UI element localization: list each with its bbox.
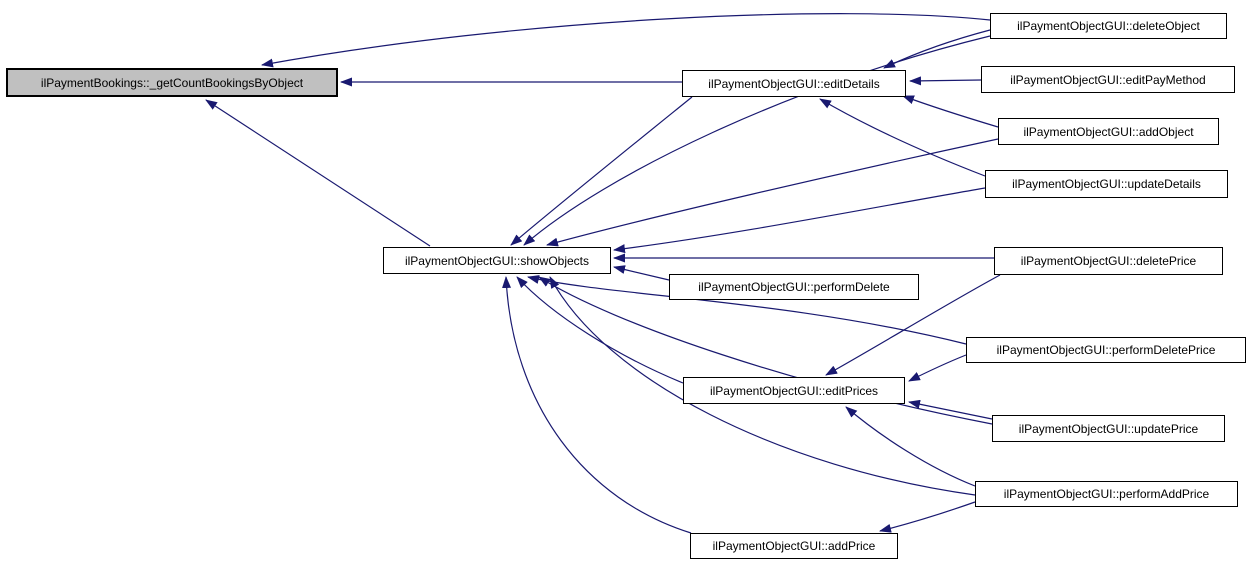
node-getCountBookingsByObject: ilPaymentBookings::_getCountBookingsByOb… bbox=[6, 68, 338, 97]
node-editPrices[interactable]: ilPaymentObjectGUI::editPrices bbox=[683, 377, 905, 404]
edge-showObjects-to-getCountBookingsByObject bbox=[205, 99, 431, 247]
edge-editPayMethod-to-editDetails bbox=[909, 76, 982, 86]
node-editDetails[interactable]: ilPaymentObjectGUI::editDetails bbox=[682, 70, 906, 97]
edge-editDetails-to-showObjects bbox=[510, 96, 693, 246]
edge-editPrices-to-showObjects bbox=[516, 276, 684, 384]
node-performDeletePrice[interactable]: ilPaymentObjectGUI::performDeletePrice bbox=[966, 337, 1246, 363]
edge-addPrice-to-showObjects bbox=[502, 276, 692, 534]
node-editPayMethod[interactable]: ilPaymentObjectGUI::editPayMethod bbox=[981, 66, 1235, 93]
node-addPrice[interactable]: ilPaymentObjectGUI::addPrice bbox=[690, 533, 898, 559]
edge-performAddPrice-to-editPrices bbox=[845, 406, 976, 487]
edge-deleteObject-to-showObjects bbox=[523, 35, 991, 246]
edge-performAddPrice-to-showObjects bbox=[549, 276, 976, 496]
node-addObject[interactable]: ilPaymentObjectGUI::addObject bbox=[998, 118, 1219, 145]
edge-deleteObject-to-getCountBookingsByObject bbox=[261, 13, 991, 68]
edge-performDeletePrice-to-editPrices bbox=[908, 354, 967, 382]
node-performAddPrice[interactable]: ilPaymentObjectGUI::performAddPrice bbox=[975, 481, 1238, 507]
edge-performDelete-to-showObjects bbox=[613, 265, 670, 281]
node-deletePrice[interactable]: ilPaymentObjectGUI::deletePrice bbox=[994, 247, 1223, 275]
node-performDelete[interactable]: ilPaymentObjectGUI::performDelete bbox=[669, 274, 919, 300]
edge-addObject-to-editDetails bbox=[902, 95, 999, 128]
node-updateDetails[interactable]: ilPaymentObjectGUI::updateDetails bbox=[985, 170, 1228, 198]
node-showObjects[interactable]: ilPaymentObjectGUI::showObjects bbox=[383, 247, 611, 274]
edge-updatePrice-to-editPrices bbox=[908, 399, 993, 420]
edge-addObject-to-showObjects bbox=[546, 138, 999, 247]
edge-updateDetails-to-editDetails bbox=[819, 98, 986, 177]
node-deleteObject[interactable]: ilPaymentObjectGUI::deleteObject bbox=[990, 13, 1227, 39]
edge-performAddPrice-to-addPrice bbox=[879, 501, 976, 533]
edge-deleteObject-to-editDetails bbox=[883, 29, 991, 69]
edge-updateDetails-to-showObjects bbox=[613, 187, 986, 254]
edge-deletePrice-to-editPrices bbox=[825, 274, 1001, 376]
node-updatePrice[interactable]: ilPaymentObjectGUI::updatePrice bbox=[992, 415, 1225, 442]
edge-performDeletePrice-to-showObjects bbox=[527, 275, 967, 345]
